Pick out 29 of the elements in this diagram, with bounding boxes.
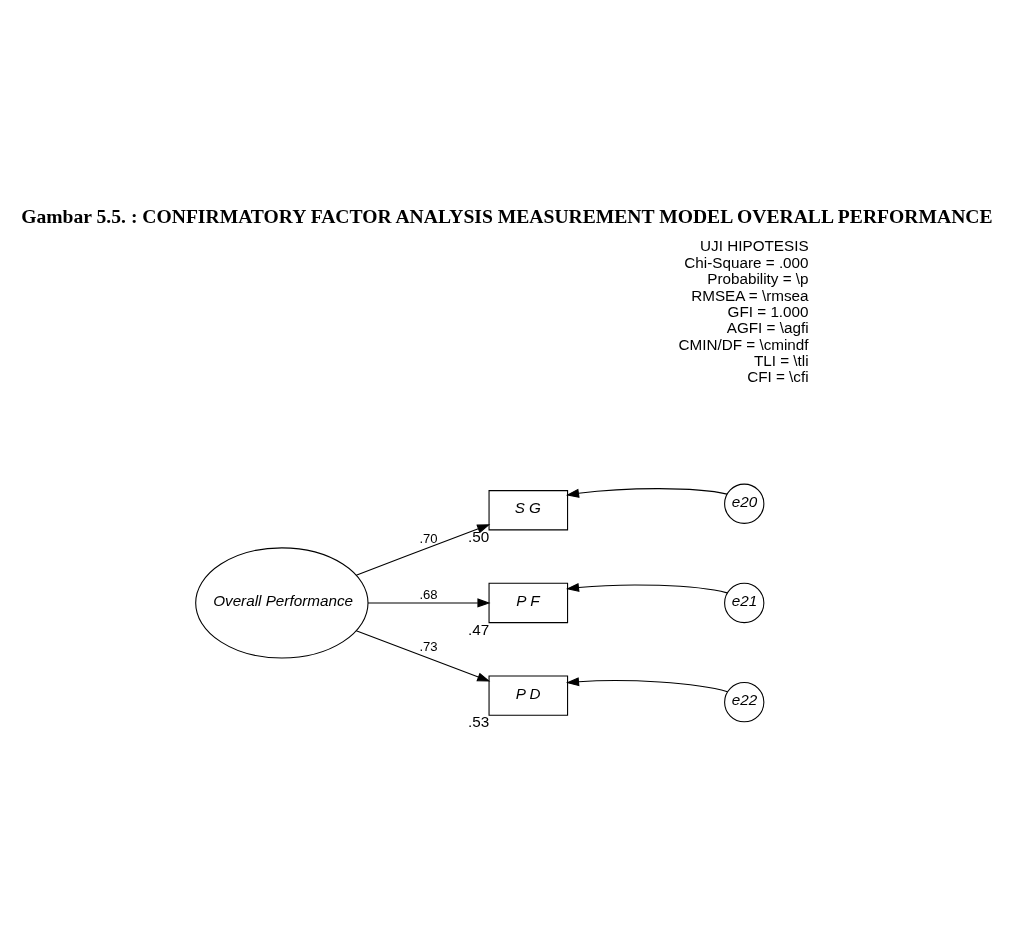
arrow bbox=[565, 582, 728, 594]
node-ellipse: Overall Performance bbox=[195, 547, 369, 659]
node-box: P F bbox=[488, 582, 569, 624]
node-box: S G bbox=[488, 490, 569, 531]
label: CFI = \cfi bbox=[747, 368, 809, 386]
label: GFI = 1.000 bbox=[727, 302, 809, 320]
label: Probability = \p bbox=[707, 270, 809, 288]
node-circle: e21 bbox=[724, 582, 765, 624]
label: UJI HIPOTESIS bbox=[700, 237, 809, 255]
label: RMSEA = \rmsea bbox=[691, 286, 809, 304]
arrow bbox=[355, 630, 491, 682]
label: TLI = \tli bbox=[753, 351, 809, 369]
diagram-title: Gambar 5.5. : CONFIRMATORY FACTOR ANALYSIS MEASUREMENT MODEL OVERALL PERFORMANCE bbox=[21, 206, 993, 228]
node-box: P D bbox=[488, 675, 569, 716]
node-label: .50 bbox=[468, 528, 490, 546]
node-label: .53 bbox=[468, 713, 490, 731]
label: CMIN/DF = \cmindf bbox=[678, 335, 809, 353]
arrow bbox=[565, 488, 728, 498]
label: Chi-Square = .000 bbox=[684, 253, 809, 271]
node-label: .47 bbox=[468, 620, 490, 638]
node-circle: e22 bbox=[724, 682, 765, 723]
edge-label: .73 bbox=[419, 638, 438, 654]
label: AGFI = \agfi bbox=[726, 319, 809, 337]
arrow bbox=[565, 677, 729, 693]
arrow bbox=[355, 524, 491, 576]
arrow bbox=[367, 598, 491, 608]
node-circle: e20 bbox=[724, 483, 765, 524]
edge-label: .68 bbox=[419, 587, 438, 603]
edge-label: .70 bbox=[419, 530, 438, 546]
